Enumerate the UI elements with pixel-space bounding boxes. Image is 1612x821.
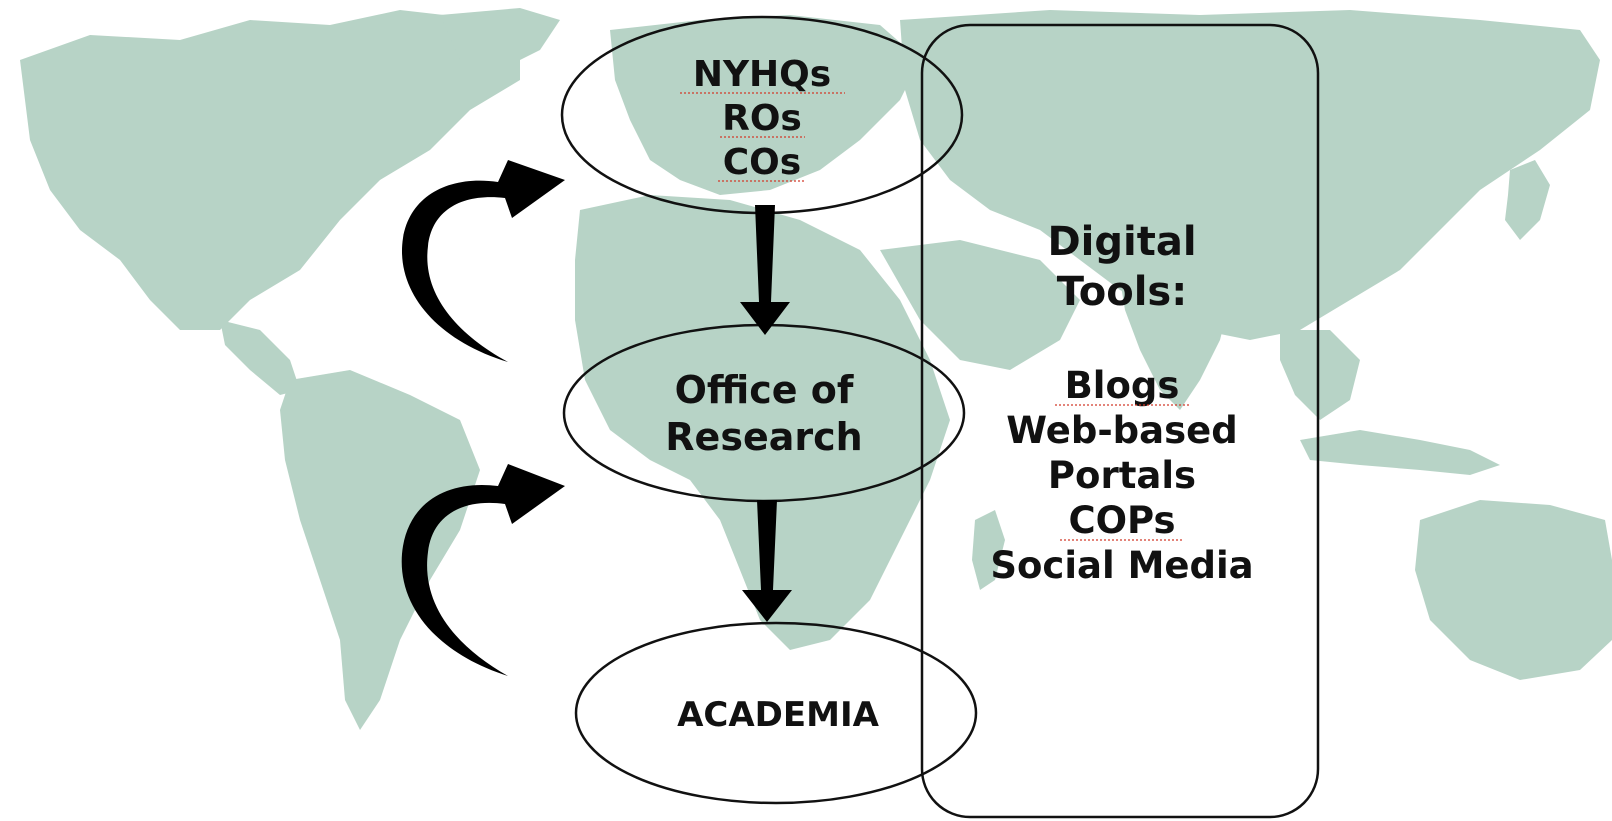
map-south-america	[280, 370, 480, 730]
map-japan	[1505, 160, 1550, 240]
map-madagascar	[972, 510, 1005, 590]
down-arrow-icon	[740, 205, 790, 335]
map-indonesia	[1300, 430, 1500, 475]
map-asia	[900, 10, 1600, 340]
tool-item-web-based: Web-based	[1006, 409, 1238, 452]
tool-item-cops: COPs	[1068, 499, 1175, 542]
map-australia	[1415, 500, 1612, 680]
tools-title-line-2: Tools:	[1057, 269, 1187, 315]
digital-tools-panel	[920, 23, 1320, 819]
curved-up-arrow-icon	[401, 464, 565, 676]
map-central-america	[220, 320, 300, 395]
map-arabia	[880, 240, 1080, 370]
tool-item-blogs: Blogs	[1065, 364, 1180, 407]
map-north-america	[20, 10, 520, 330]
down-arrow-icon	[742, 500, 792, 622]
curved-up-arrow-icon	[401, 160, 565, 362]
hq-line-3: COs	[723, 142, 801, 183]
office-line-2: Research	[665, 415, 862, 459]
tool-item-social-media: Social Media	[990, 544, 1253, 587]
map-southeast-asia	[1280, 330, 1360, 420]
map-africa	[575, 195, 950, 650]
map-europe	[610, 15, 920, 195]
academia-ellipse	[574, 621, 978, 805]
hq-label-group: NYHQs ROs COs	[680, 54, 845, 183]
tools-title-line-1: Digital	[1047, 219, 1196, 265]
digital-tools-title: Digital Tools:	[1047, 219, 1196, 315]
academia-label: ACADEMIA	[677, 695, 880, 735]
world-map-background	[20, 8, 1612, 730]
digital-tools-list: Blogs Web-based Portals COPs Social Medi…	[990, 364, 1253, 587]
office-line-1: Office of	[675, 368, 854, 412]
hq-line-2: ROs	[722, 98, 802, 139]
map-india	[1120, 280, 1230, 410]
map-greenland	[440, 8, 560, 70]
office-label-group: Office of Research	[665, 368, 862, 459]
tool-item-portals: Portals	[1048, 454, 1196, 497]
hq-line-1: NYHQs	[693, 54, 831, 95]
